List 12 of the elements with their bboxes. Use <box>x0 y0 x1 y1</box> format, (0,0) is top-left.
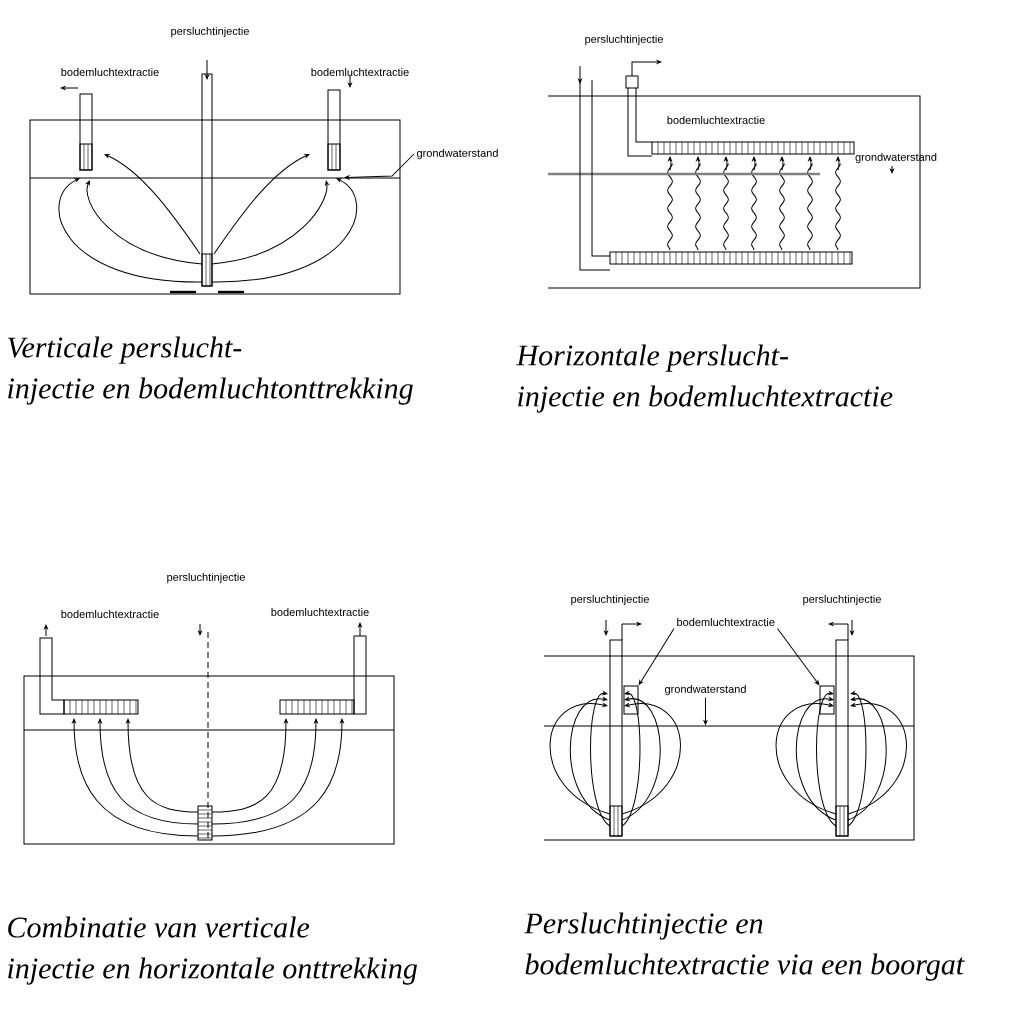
leader-line <box>638 628 675 685</box>
leader-line <box>703 697 708 725</box>
caption: Horizontale perslucht- injectie en bodemluchtextractie <box>516 344 893 413</box>
caption: Verticale perslucht- injectie en bodemluchtonttrekking <box>8 336 413 405</box>
well-screen <box>623 685 639 715</box>
caption: Persluchtinjectie en bodemluchtextractie via een boorgat <box>524 912 965 981</box>
water-table-line <box>29 177 401 179</box>
leader-line <box>344 153 415 180</box>
caption: Combinatie van verticale injectie en horizontale onttrekking <box>8 916 417 985</box>
leader-line <box>776 628 820 685</box>
water-table-line <box>543 725 915 727</box>
well-screen <box>819 685 835 715</box>
